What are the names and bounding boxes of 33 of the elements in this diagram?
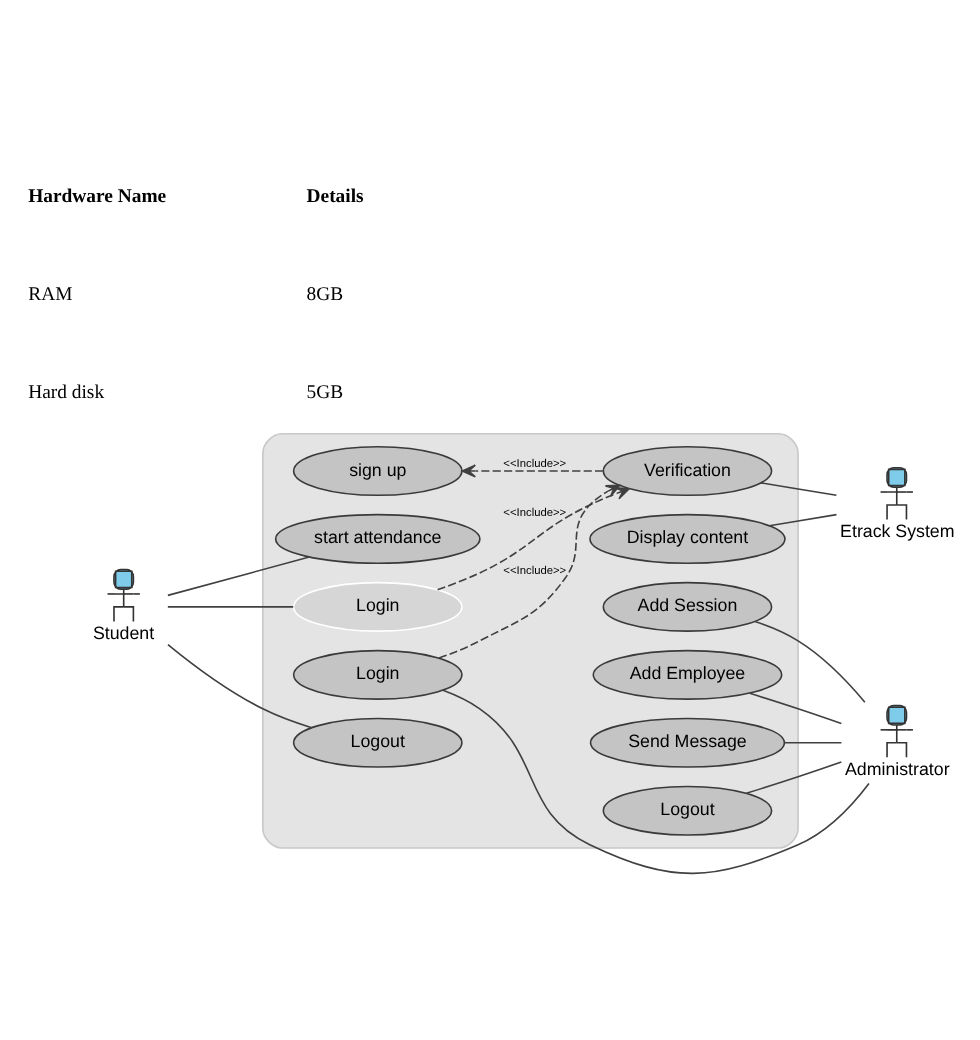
connector [167, 605, 295, 607]
arrow [436, 486, 630, 590]
connector [768, 512, 838, 526]
label: Details [306, 184, 364, 207]
label: RAM [28, 283, 73, 306]
connector [745, 760, 843, 794]
connector [760, 481, 838, 496]
node-ellipse: start attendance [274, 512, 481, 563]
node-label: Student [92, 621, 155, 642]
connector [748, 691, 843, 724]
node-ellipse: Display content [589, 512, 786, 563]
node-ellipse: Login [292, 648, 463, 699]
node-ellipse: Login [292, 580, 463, 631]
label: 8GB [306, 283, 344, 306]
node-ellipse: Send Message [589, 716, 786, 767]
connector [167, 555, 311, 596]
node-ellipse: Add Session [602, 580, 773, 631]
connector [754, 619, 866, 702]
node-ellipse: Logout [602, 784, 773, 835]
node-label: Administrator [844, 757, 950, 778]
connector [167, 642, 313, 728]
node-label: Etrack System [840, 520, 955, 540]
label: 5GB [306, 380, 344, 403]
node-ellipse: Logout [292, 716, 463, 767]
node-ellipse: sign up [292, 444, 463, 496]
label: Hard disk [28, 380, 105, 403]
arrow [438, 483, 621, 658]
label: Hardware Name [28, 184, 167, 207]
node-ellipse: Add Employee [592, 648, 783, 699]
arrow [461, 463, 604, 477]
cluster [262, 432, 799, 848]
connector [783, 740, 843, 743]
connector [442, 688, 870, 874]
